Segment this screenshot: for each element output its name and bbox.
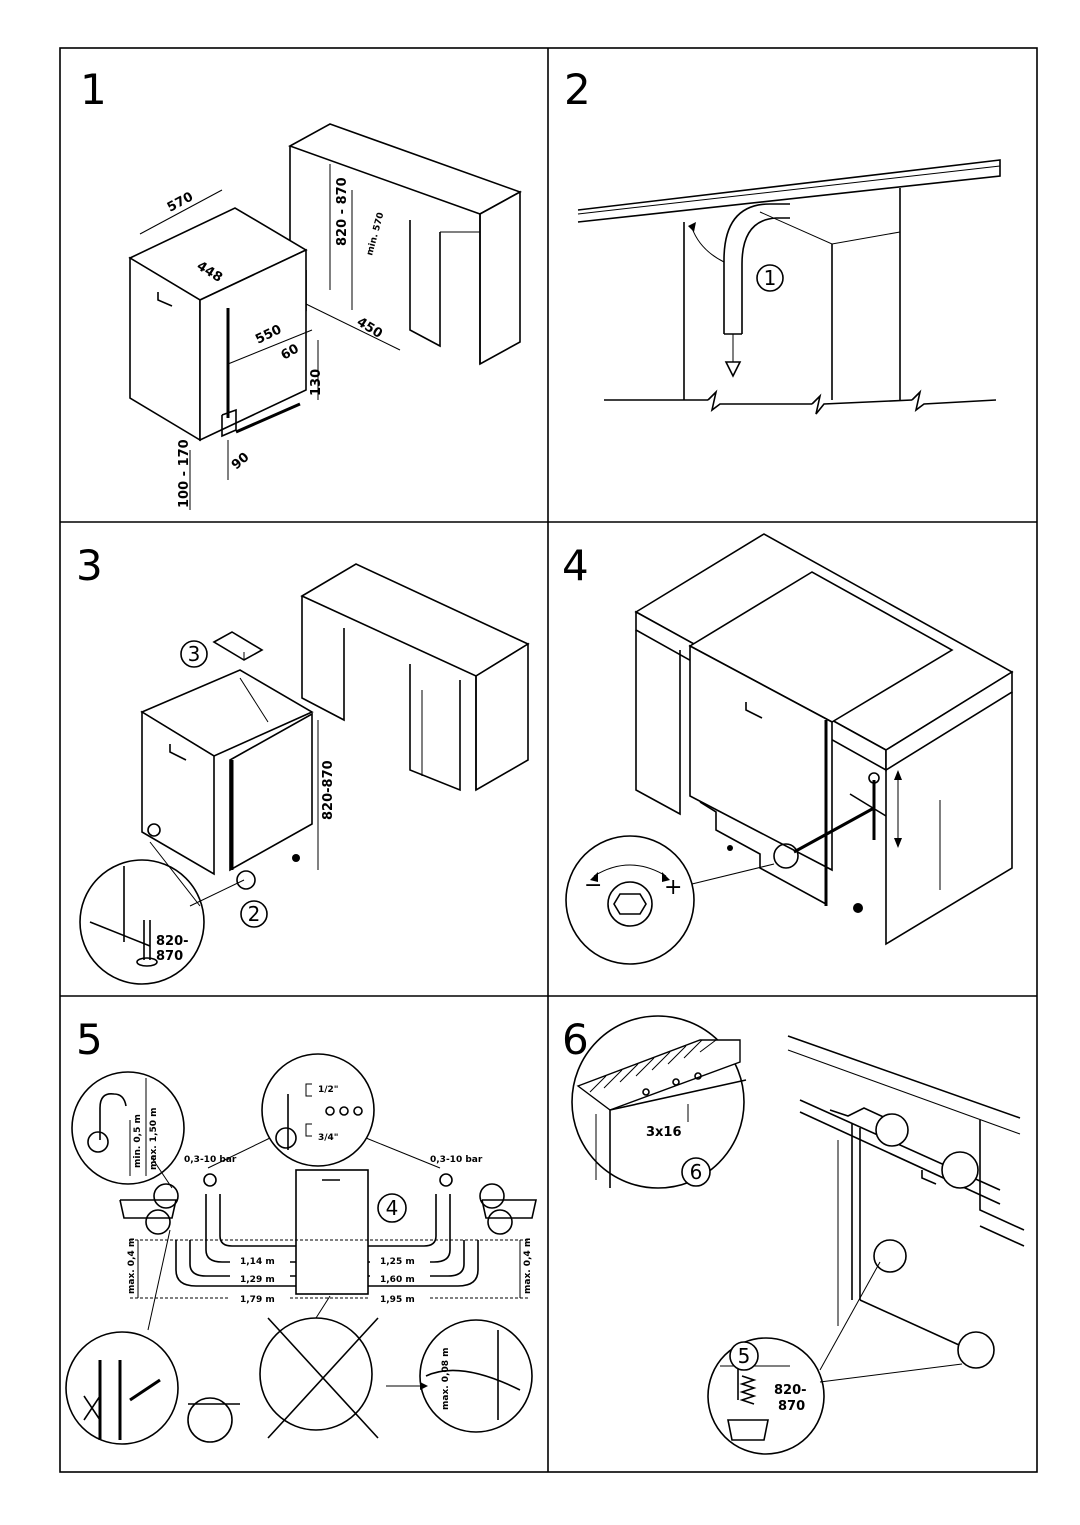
callout-5: 5 <box>738 1344 751 1368</box>
dim-130: 130 <box>309 369 324 396</box>
callout-1: 1 <box>764 266 777 290</box>
panel-number-3: 3 <box>76 541 103 590</box>
dim-820-870: 820 - 870 <box>335 177 350 246</box>
thread-three-quarter-inch: 3/4" <box>318 1133 339 1143</box>
thread-half-inch: 1/2" <box>318 1085 339 1095</box>
dim-min-570: min. 570 <box>365 211 386 256</box>
pressure-left: 0,3-10 bar <box>184 1155 237 1165</box>
zoom-height-b: 870 <box>156 949 183 964</box>
panel-grid <box>59 47 1038 1473</box>
length-right-1: 1,25 m <box>380 1257 415 1267</box>
max-height-label: max. 1,50 m <box>149 1107 159 1170</box>
length-right-2: 1,60 m <box>380 1275 415 1285</box>
screws-label: 3x16 <box>646 1125 682 1140</box>
dim-820-870-panel3: 820-870 <box>321 760 336 820</box>
foot-height-b: 870 <box>778 1399 805 1414</box>
panel-number-6: 6 <box>562 1015 589 1064</box>
dim-100-170: 100 - 170 <box>177 439 192 508</box>
max-low-right-label: max. 0,4 m <box>523 1238 533 1294</box>
plus-sign: + <box>664 875 682 900</box>
length-left-1: 1,14 m <box>240 1257 275 1267</box>
length-left-2: 1,29 m <box>240 1275 275 1285</box>
panel-number-1: 1 <box>80 65 107 114</box>
panel-5-connection-drawing <box>65 1053 537 1445</box>
minus-sign: − <box>584 873 602 898</box>
callout-4: 4 <box>386 1196 399 1220</box>
panel-number-2: 2 <box>564 65 591 114</box>
panel-4-levelling-drawing <box>565 533 1014 965</box>
panel-2-worktop-drawing <box>577 159 1001 415</box>
dim-570: 570 <box>165 190 196 216</box>
zoom-max-label: max. 0,08 m <box>441 1347 451 1410</box>
dim-90: 90 <box>229 450 253 473</box>
panel-1-dimensions-drawing <box>128 123 522 510</box>
length-right-3: 1,95 m <box>380 1295 415 1305</box>
min-height-label: min. 0,5 m <box>133 1114 143 1168</box>
foot-height-a: 820- <box>774 1383 807 1398</box>
zoom-height-a: 820- <box>156 934 189 949</box>
length-left-3: 1,79 m <box>240 1295 275 1305</box>
callout-2: 2 <box>248 902 261 926</box>
callout-3: 3 <box>188 642 201 666</box>
panel-number-5: 5 <box>76 1015 103 1064</box>
dim-450: 450 <box>354 315 385 342</box>
panel-6-door-fixing-drawing <box>571 1015 1025 1455</box>
callout-6: 6 <box>690 1160 703 1184</box>
max-low-left-label: max. 0,4 m <box>127 1238 137 1294</box>
pressure-right: 0,3-10 bar <box>430 1155 483 1165</box>
panel-3-fixing-drawing <box>79 563 530 985</box>
panel-number-4: 4 <box>562 541 589 590</box>
